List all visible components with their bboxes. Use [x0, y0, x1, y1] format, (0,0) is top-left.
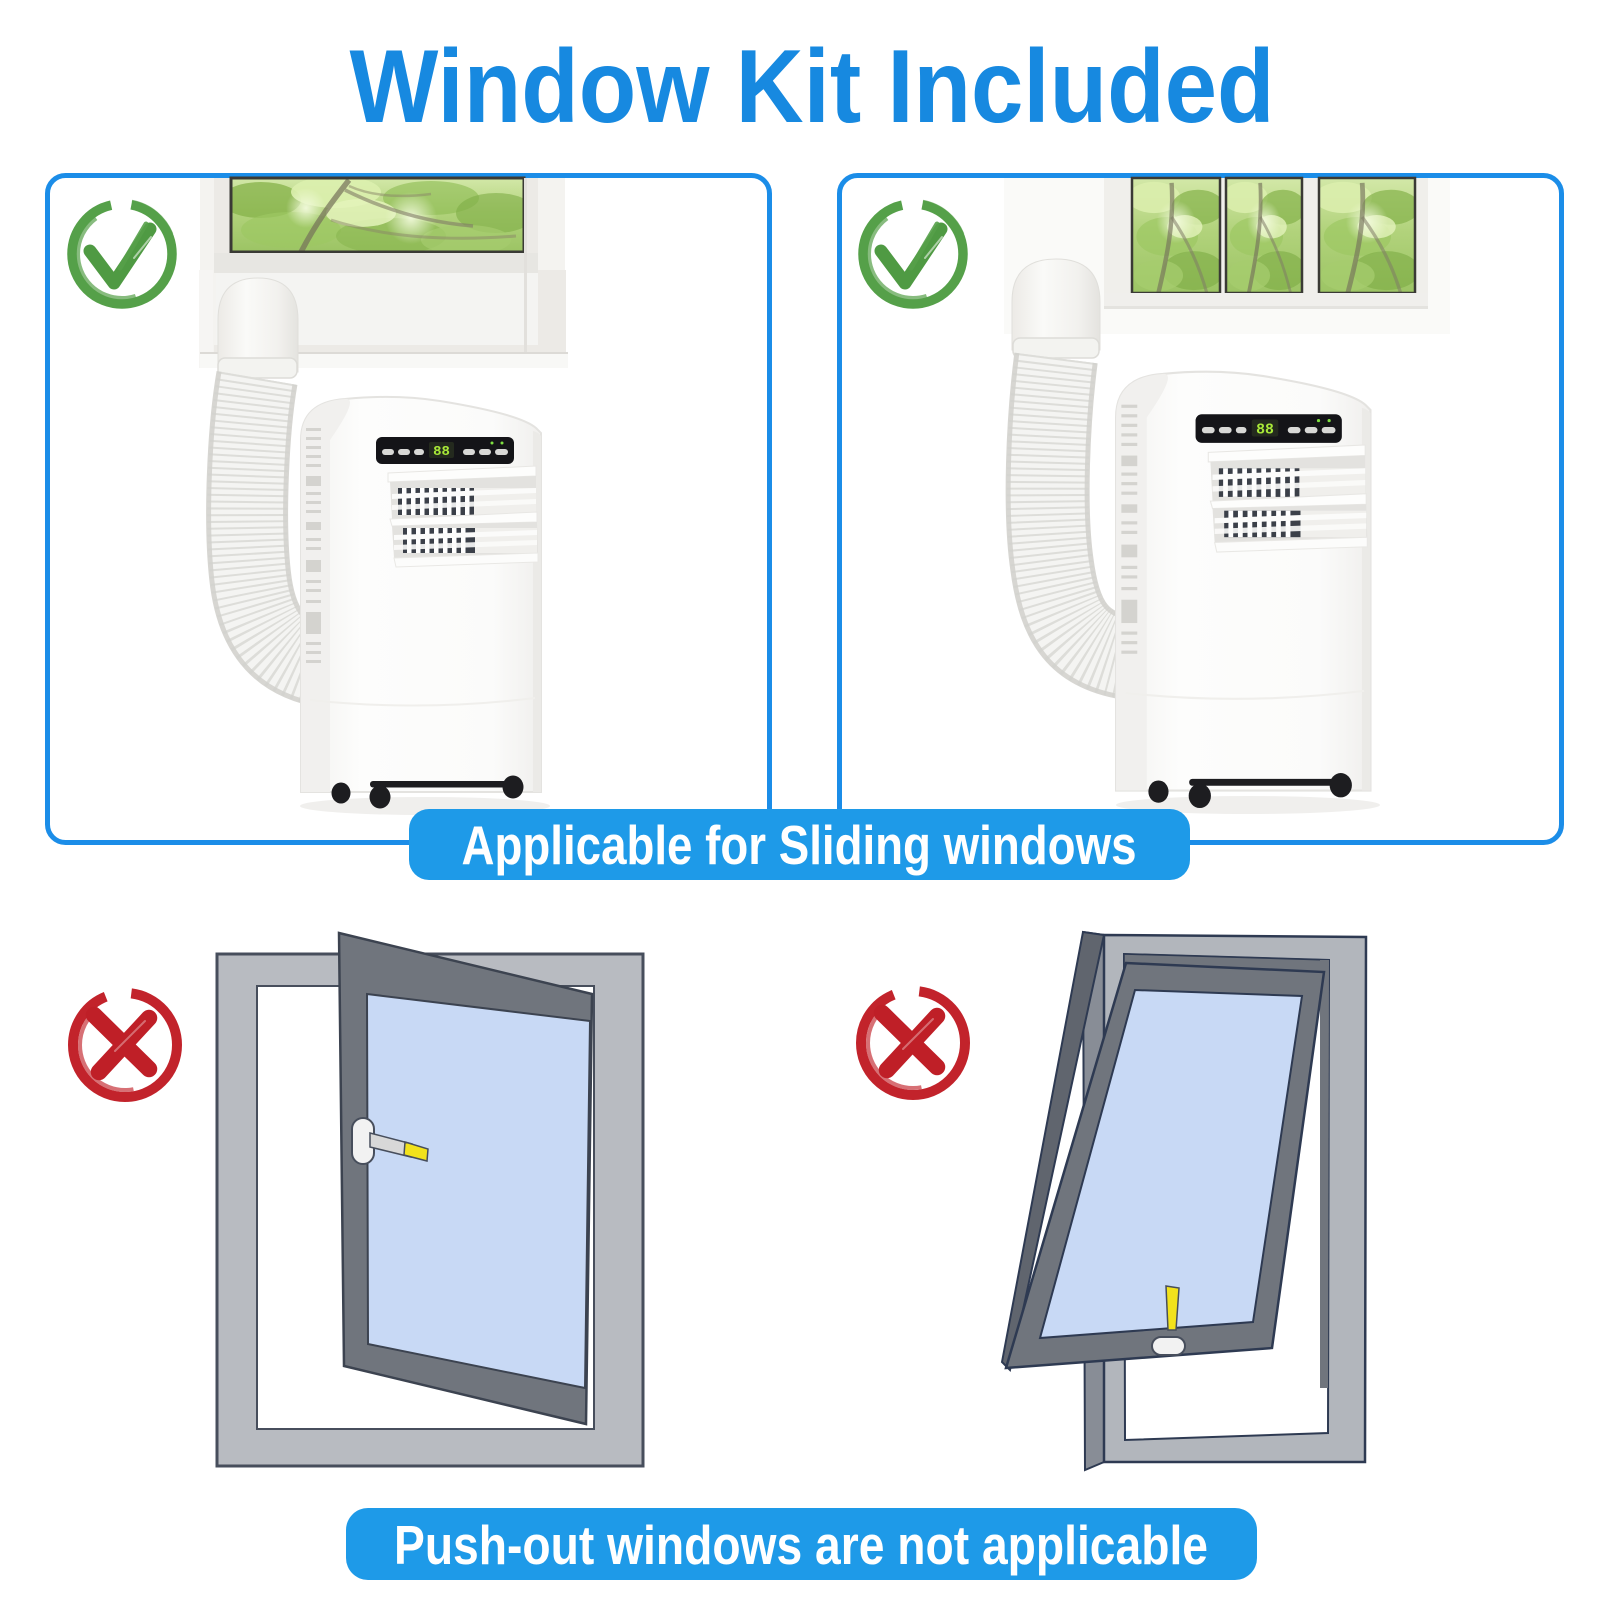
svg-text:Push-out windows are not appli: Push-out windows are not applicable [394, 1514, 1208, 1576]
svg-text:Applicable for Sliding windows: Applicable for Sliding windows [462, 814, 1137, 876]
svg-text:Window Kit Included: Window Kit Included [350, 29, 1275, 145]
